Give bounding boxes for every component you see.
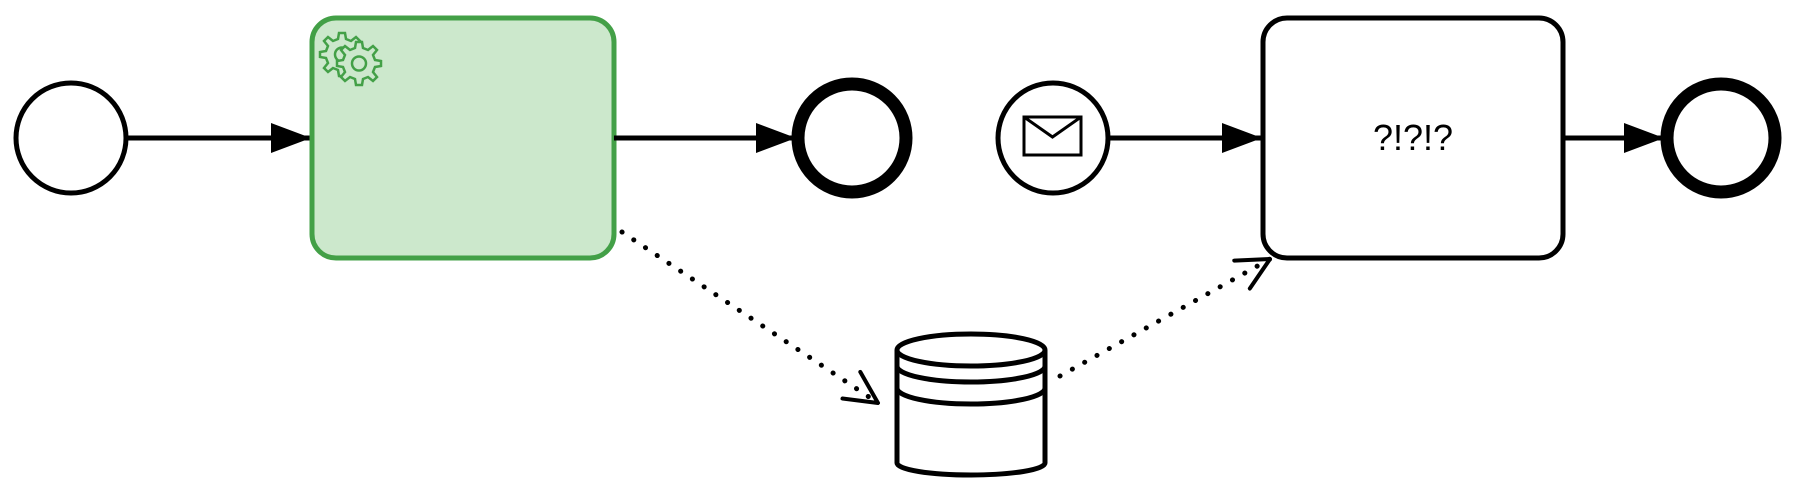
association-data-store-to-task xyxy=(1057,256,1273,379)
end-event-2[interactable] xyxy=(1660,77,1782,199)
start-event[interactable] xyxy=(13,80,129,196)
gear-icon xyxy=(318,31,383,87)
data-store[interactable] xyxy=(894,331,1048,478)
service-task[interactable] xyxy=(309,15,617,261)
envelope-icon xyxy=(1022,115,1083,157)
association-service-task-to-data-store xyxy=(619,229,881,406)
task-label: ?!?!? xyxy=(1373,117,1453,158)
task[interactable]: ?!?!? xyxy=(1260,15,1566,261)
message-start-event[interactable] xyxy=(995,80,1111,196)
end-event[interactable] xyxy=(791,77,913,199)
